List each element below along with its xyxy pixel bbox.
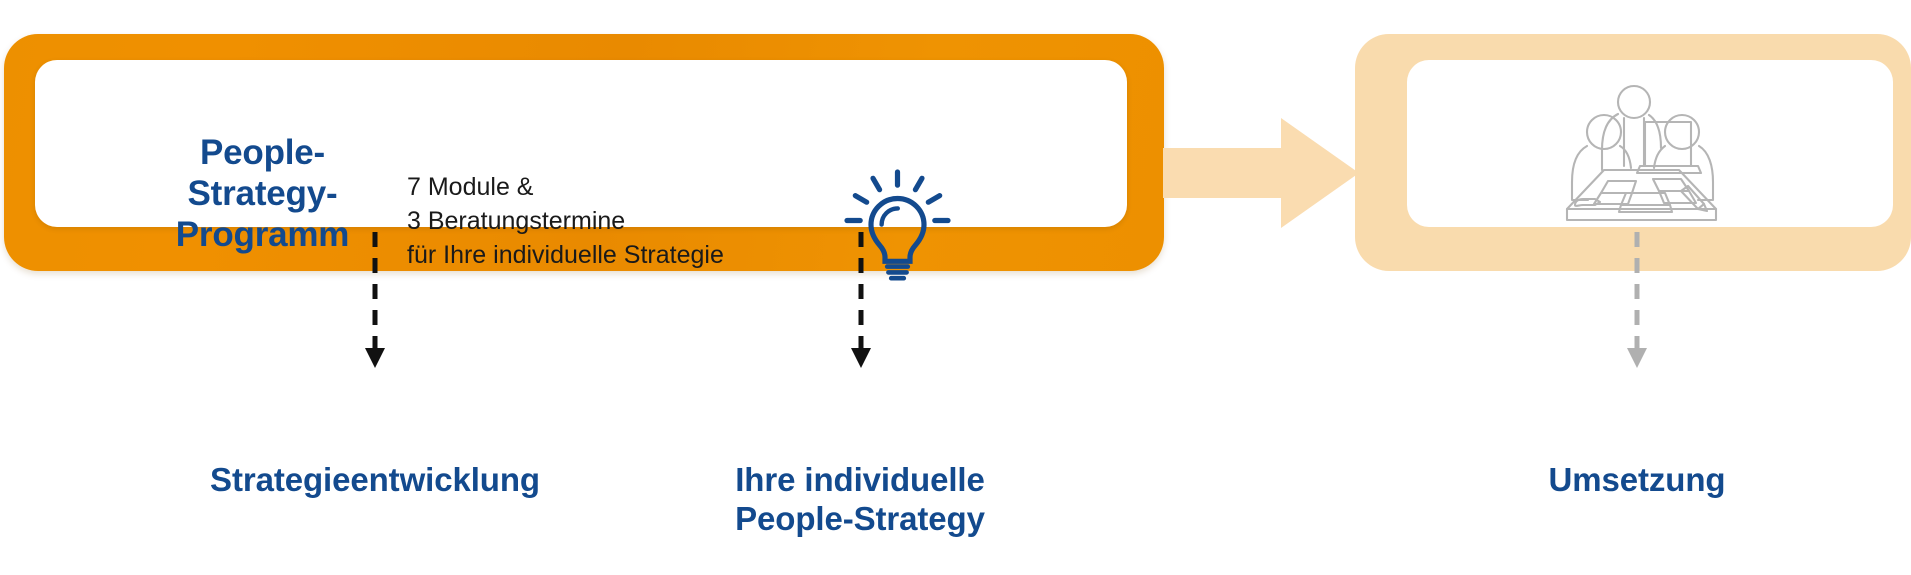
program-description-line-2: 3 Beratungstermine [407,207,626,235]
program-description-line-3: für Ihre individuelle Strategie [407,241,724,269]
caption-people-strategy: Ihre individuelle People-Strategy [660,460,1060,538]
program-description-line-1: 7 Module & [407,173,534,201]
connector-strategieentwicklung [362,232,388,372]
implementation-box-inner-card [1407,60,1893,227]
program-title-line-1: People- [199,133,325,172]
program-description: 7 Module & 3 Beratungstermine für Ihre i… [407,170,724,272]
program-title-line-3: Programm [175,215,350,254]
meeting-table-people-icon [1548,78,1723,223]
caption-umsetzung: Umsetzung [1437,460,1837,499]
program-box-inner-card: People- Strategy- Programm 7 Module & 3 … [35,60,1127,281]
caption-umsetzung-line-1: Umsetzung [1548,461,1726,498]
connector-umsetzung [1624,232,1650,372]
connector-people-strategy [848,232,874,372]
caption-people-strategy-line-1: Ihre individuelle [735,461,985,498]
caption-people-strategy-line-2: People-Strategy [735,500,985,537]
right-arrow-icon [1163,118,1363,228]
program-title: People- Strategy- Programm [130,132,395,255]
caption-strategieentwicklung: Strategieentwicklung [175,460,575,499]
implementation-box-peach-frame [1355,34,1911,271]
caption-strategieentwicklung-line-1: Strategieentwicklung [210,461,540,498]
program-title-line-2: Strategy- [187,174,338,213]
program-box-orange-frame: People- Strategy- Programm 7 Module & 3 … [4,34,1164,281]
lightbulb-icon [835,162,960,287]
